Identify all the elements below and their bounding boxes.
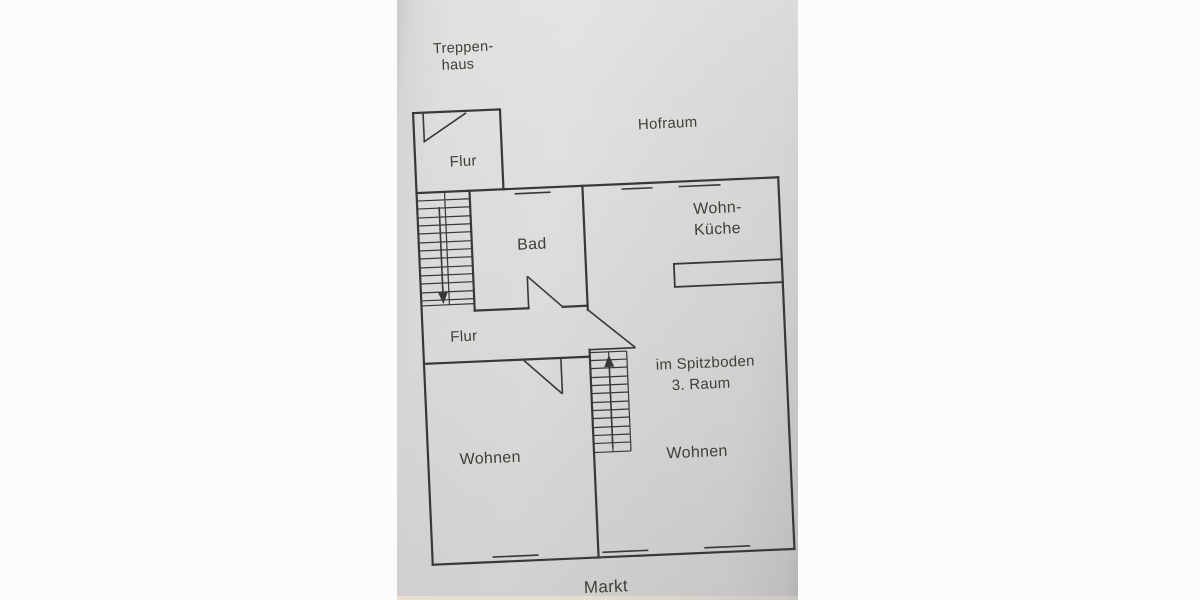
label-markt: Markt <box>583 576 628 597</box>
floor-plan-drawing: Treppen- haus Hofraum Flur Bad Wohn- Küc… <box>411 39 796 597</box>
label-spitzboden-line1: im Spitzboden <box>655 352 755 373</box>
kitchen-counter <box>672 258 784 288</box>
paper-sheet: Treppen- haus Hofraum Flur Bad Wohn- Küc… <box>397 0 798 600</box>
label-wohnen-right: Wohnen <box>666 443 728 463</box>
label-bad: Bad <box>517 235 547 253</box>
door-central-wall <box>587 309 636 351</box>
label-wohnkueche-line2: Küche <box>694 220 742 239</box>
door-wohnen-left <box>523 358 564 395</box>
stairs-main-down <box>416 191 475 307</box>
label-hofraum: Hofraum <box>638 114 698 134</box>
door-bad <box>526 275 564 309</box>
label-wohnen-left: Wohnen <box>459 449 521 469</box>
label-treppenhaus-line1: Treppen- <box>433 39 494 58</box>
label-flur-top: Flur <box>449 152 477 170</box>
label-treppenhaus-line2: haus <box>441 56 474 73</box>
label-spitzboden-line2: 3. Raum <box>671 375 730 395</box>
label-wohnkueche-line1: Wohn- <box>693 199 742 218</box>
walls <box>411 108 796 566</box>
door-flur-top <box>422 112 467 144</box>
paper-bottom-edge <box>397 596 798 600</box>
stair-down-arrow <box>438 207 444 294</box>
label-flur-lower: Flur <box>450 328 478 346</box>
stair-up-arrow <box>608 365 614 448</box>
doors <box>422 112 636 395</box>
stairs-attic-up <box>589 350 632 454</box>
window-marks <box>492 183 751 558</box>
